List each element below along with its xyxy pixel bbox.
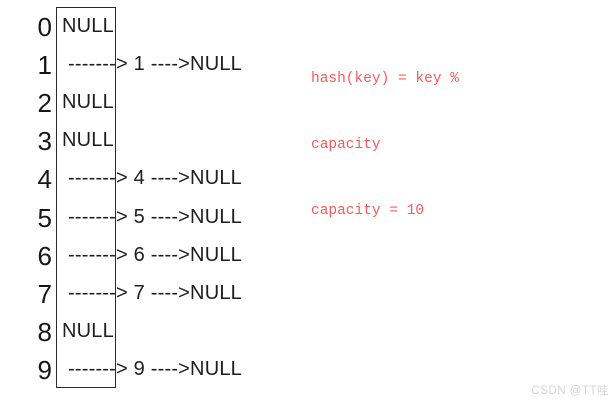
bucket-index: 4 (37, 164, 52, 195)
bucket-chain: -------> 6 ---->NULL (68, 243, 242, 266)
bucket-row-9: 9 -------> 9 ---->NULL (0, 350, 614, 388)
bucket-index: 0 (37, 12, 52, 43)
hash-function-line-3: capacity = 10 (311, 203, 425, 219)
bucket-index: 1 (37, 50, 52, 81)
bucket-index: 2 (37, 88, 52, 119)
bucket-row-8: 8 NULL (0, 312, 614, 350)
bucket-rows: 0 NULL 1 -------> 1 ---->NULL 2 NULL 3 N… (0, 7, 614, 388)
bucket-row-5: 5 -------> 5 ---->NULL (0, 197, 614, 235)
bucket-index: 7 (37, 278, 52, 309)
bucket-chain: -------> 1 ---->NULL (68, 53, 242, 76)
hash-function-line-2: capacity (311, 137, 381, 153)
bucket-chain: -------> 7 ---->NULL (68, 281, 242, 304)
hash-function-note: hash(key) = key % capacity capacity = 10 (311, 24, 459, 266)
bucket-value: NULL (62, 91, 114, 114)
bucket-value: NULL (62, 319, 114, 342)
bucket-index: 5 (37, 202, 52, 233)
bucket-value: NULL (62, 129, 114, 152)
bucket-row-1: 1 -------> 1 ---->NULL (0, 45, 614, 83)
bucket-index: 9 (37, 354, 52, 385)
bucket-row-4: 4 -------> 4 ---->NULL (0, 159, 614, 197)
bucket-chain: -------> 5 ---->NULL (68, 205, 242, 228)
bucket-row-7: 7 -------> 7 ---->NULL (0, 274, 614, 312)
bucket-chain: -------> 9 ---->NULL (68, 357, 242, 380)
bucket-row-0: 0 NULL (0, 7, 614, 45)
bucket-index: 3 (37, 126, 52, 157)
bucket-row-3: 3 NULL (0, 121, 614, 159)
bucket-index: 8 (37, 316, 52, 347)
array-box (56, 7, 116, 388)
bucket-row-2: 2 NULL (0, 83, 614, 121)
hash-function-line-1: hash(key) = key % (311, 71, 459, 87)
bucket-index: 6 (37, 240, 52, 271)
bucket-row-6: 6 -------> 6 ---->NULL (0, 236, 614, 274)
bucket-chain: -------> 4 ---->NULL (68, 167, 242, 190)
csdn-watermark: CSDN @TT哇 (531, 385, 609, 397)
bucket-value: NULL (62, 15, 114, 38)
